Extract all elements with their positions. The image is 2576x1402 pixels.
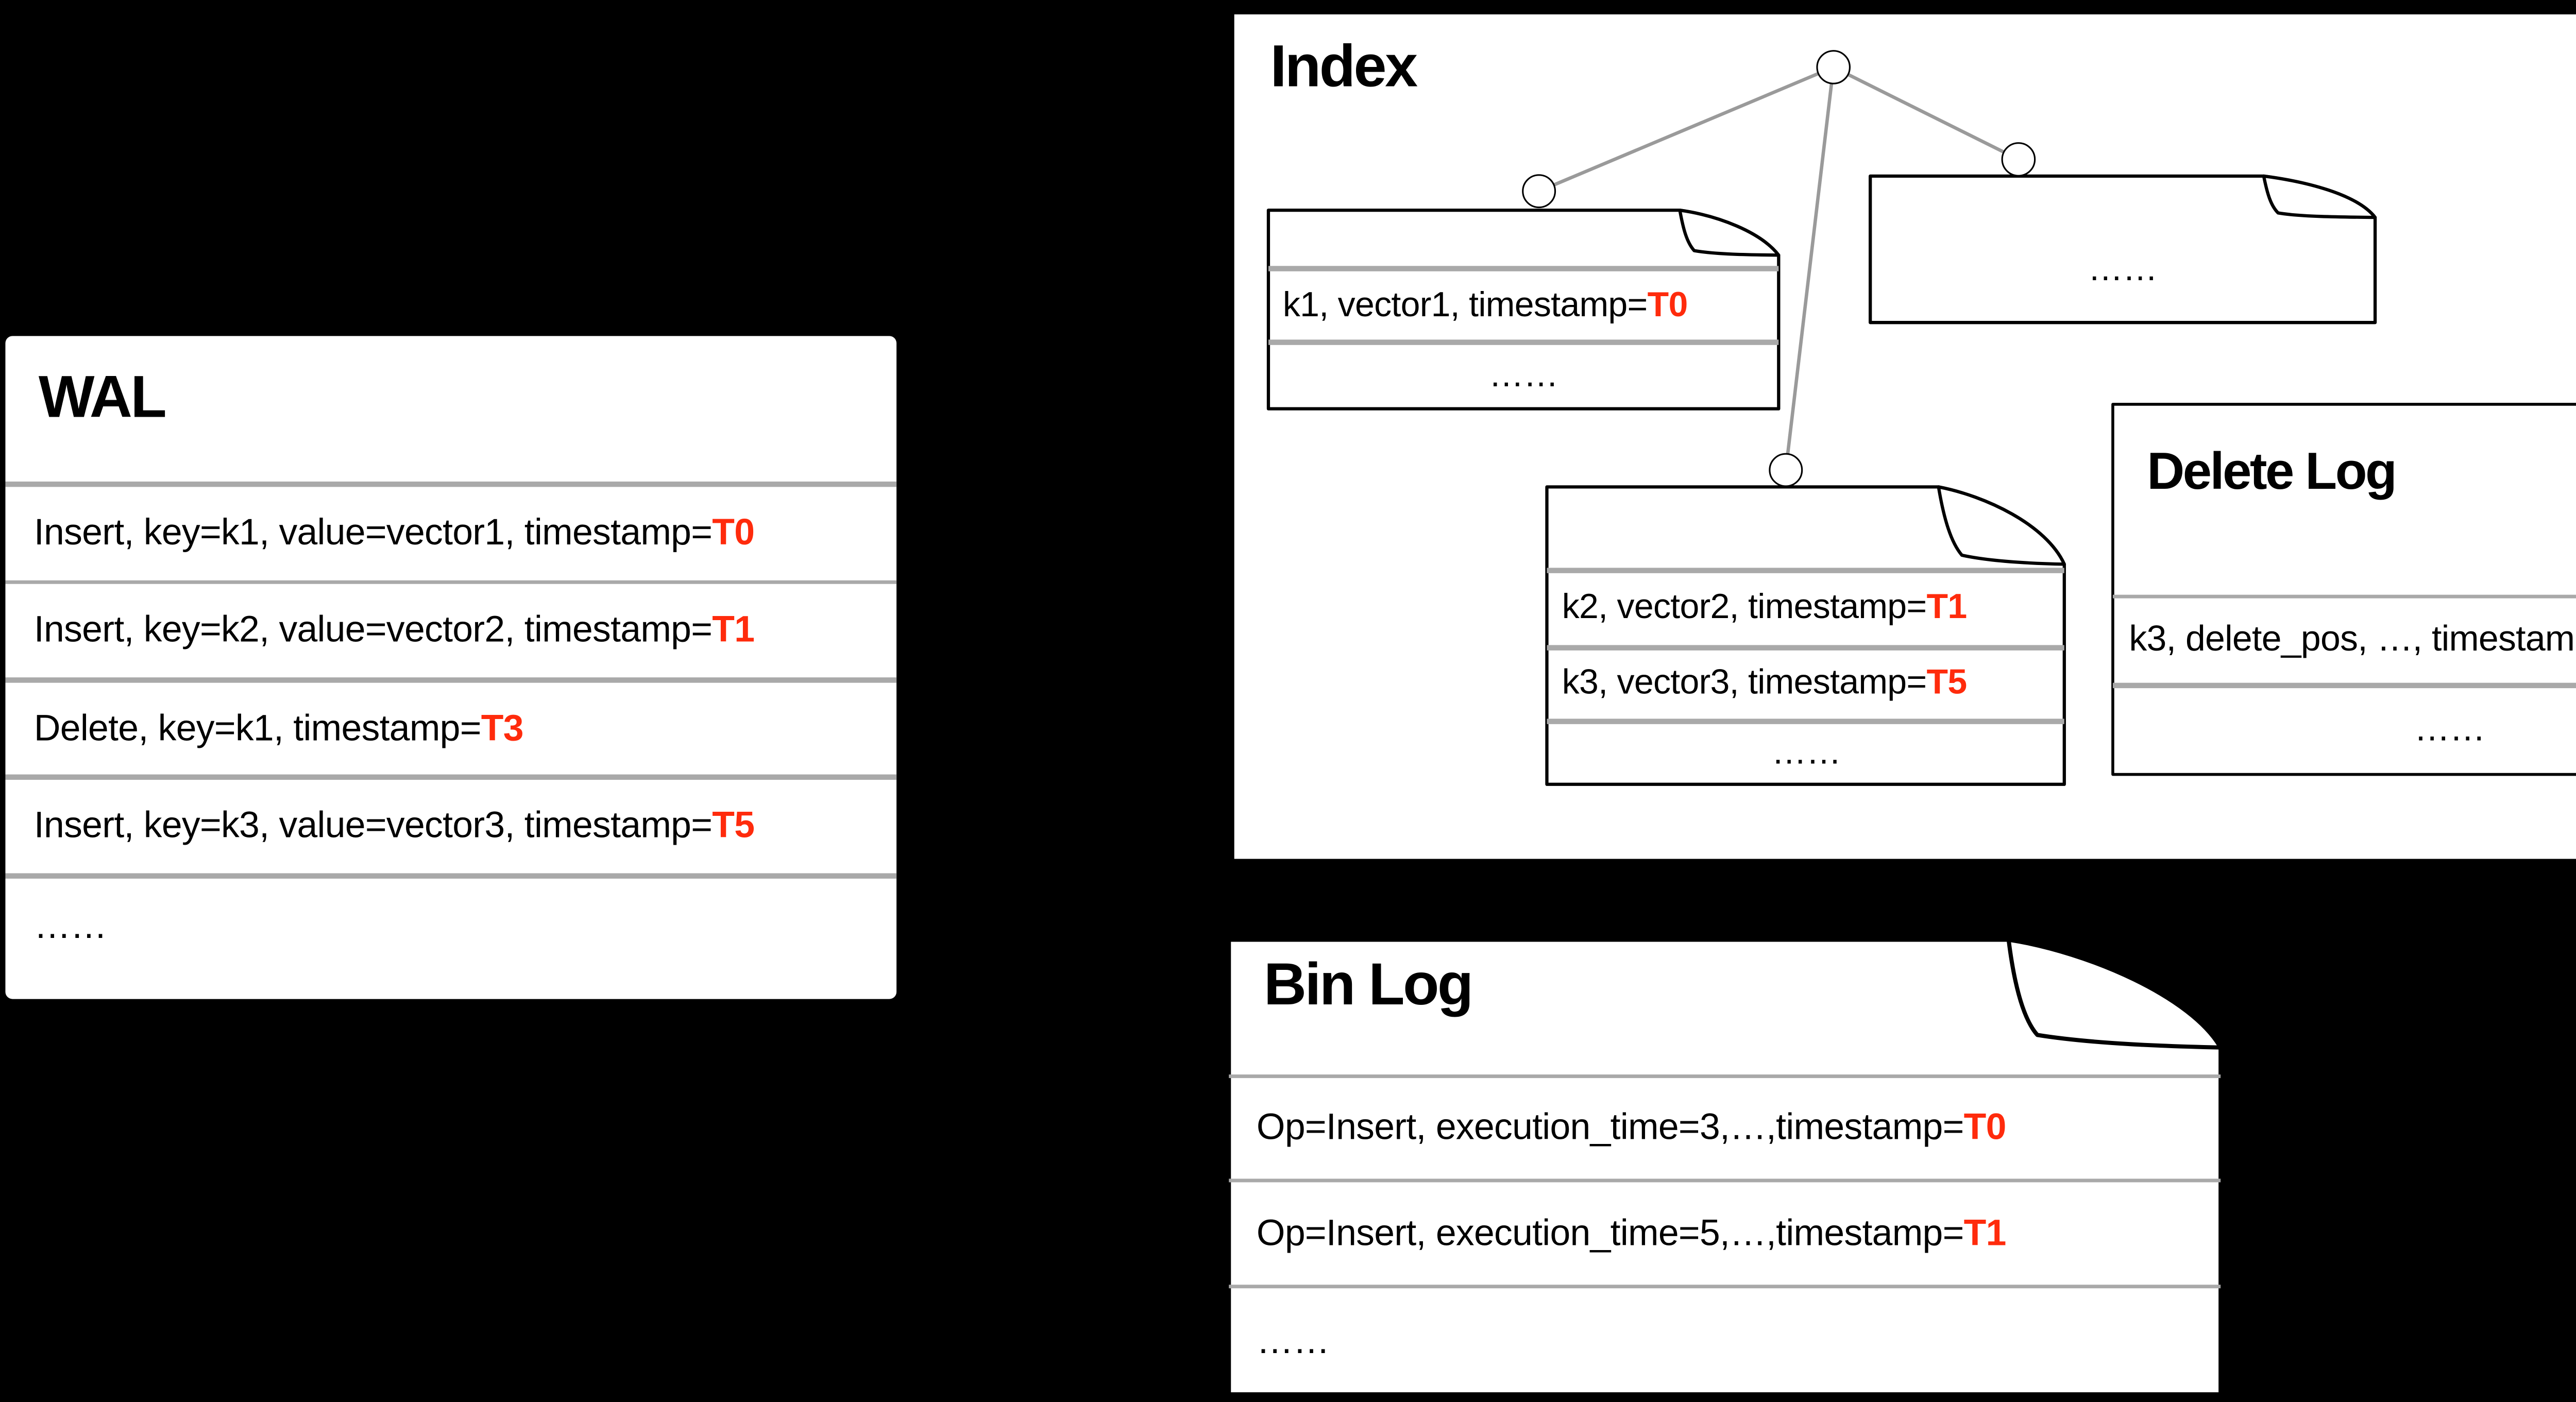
wal-row: Insert, key=k1, value=vector1, timestamp…	[5, 487, 897, 580]
tree-node-icon	[2001, 142, 2036, 177]
page-fold-icon	[2262, 174, 2377, 219]
document-shape	[1227, 937, 2224, 1397]
wal-row-text: Insert, key=k1, value=vector1, timestamp…	[33, 511, 713, 553]
row-divider	[2112, 593, 2576, 599]
row-divider	[1547, 644, 2065, 650]
row-divider	[1268, 266, 1779, 271]
tree-edge	[1784, 67, 1835, 470]
index-segment-right: ……	[1869, 174, 2377, 324]
row-divider	[2112, 682, 2576, 688]
timestamp-value: T1	[712, 609, 755, 651]
segment-row-text: ……	[1771, 733, 1841, 773]
wal-row: Insert, key=k2, value=vector2, timestamp…	[5, 585, 897, 677]
wal-panel: WAL Insert, key=k1, value=vector1, times…	[5, 335, 897, 1000]
page-fold-icon	[1678, 208, 1781, 256]
timestamp-value: T5	[712, 805, 755, 847]
timestamp-value: T1	[1963, 1212, 2007, 1254]
segment-row: ……	[1266, 345, 1780, 408]
row-divider	[1229, 1074, 2222, 1079]
page-fold-icon	[1937, 485, 2067, 566]
timestamp-value: T3	[481, 707, 524, 749]
delete-log-panel: Delete Log k3, delete_pos, …, timestamp=…	[2111, 402, 2576, 776]
bin-log-row-text: Op=Insert, execution_time=5,…,timestamp=	[1256, 1212, 1964, 1254]
bin-log-row-text: Op=Insert, execution_time=3,…,timestamp=	[1256, 1107, 1964, 1149]
timestamp-value: T0	[1647, 285, 1688, 325]
segment-row-text: k3, vector3, timestamp=	[1562, 663, 1927, 703]
timestamp-value: T0	[712, 511, 755, 553]
segment-row-text: ……	[1488, 355, 1558, 396]
index-tree	[1522, 50, 2036, 487]
wal-row-text: ……	[33, 906, 107, 948]
row-divider	[1229, 1284, 2222, 1289]
row-divider	[1268, 340, 1779, 346]
bin-log-row: ……	[1228, 1289, 2223, 1394]
row-divider	[1547, 719, 2065, 724]
document-shape	[1266, 208, 1781, 410]
wal-row-text: Insert, key=k2, value=vector2, timestamp…	[33, 609, 713, 651]
document-outline	[2111, 402, 2576, 775]
segment-row-text: ……	[2088, 250, 2158, 289]
delete-log-row: ……	[2111, 688, 2576, 773]
wal-row: Insert, key=k3, value=vector3, timestamp…	[5, 780, 897, 873]
delete-log-row-text: k3, delete_pos, …, timestamp=	[2129, 620, 2576, 660]
delete-log-row: k3, delete_pos, …, timestamp=T3	[2111, 599, 2576, 683]
segment-row-text: k1, vector1, timestamp=	[1282, 285, 1648, 325]
segment-row-text: k2, vector2, timestamp=	[1562, 588, 1927, 628]
segment-row: k2, vector2, timestamp=T1	[1546, 573, 2066, 645]
segment-row: ……	[1546, 724, 2066, 784]
wal-row: Delete, key=k1, timestamp=T3	[5, 682, 897, 775]
row-divider	[5, 775, 897, 780]
index-segment-left: k1, vector1, timestamp=T0 ……	[1266, 208, 1781, 410]
timestamp-value: T5	[1926, 663, 1967, 703]
page-fold-icon	[2007, 937, 2224, 1050]
segment-row: k1, vector1, timestamp=T0	[1266, 271, 1780, 340]
wal-title: WAL	[38, 363, 167, 430]
timestamp-value: T0	[1963, 1107, 2007, 1149]
bin-log-row: Op=Insert, execution_time=3,…,timestamp=…	[1228, 1079, 2223, 1178]
bin-log-title: Bin Log	[1263, 950, 1473, 1017]
bin-log-panel: Bin Log Op=Insert, execution_time=3,…,ti…	[1227, 937, 2224, 1397]
segment-row: k3, vector3, timestamp=T5	[1546, 649, 2066, 719]
bin-log-row-text: ……	[1256, 1320, 1330, 1362]
wal-row: ……	[5, 878, 897, 977]
row-divider	[5, 677, 897, 682]
tree-node-icon	[1769, 453, 1803, 487]
row-divider	[1547, 568, 2065, 573]
timestamp-value: T1	[1926, 588, 1967, 628]
bin-log-row: Op=Insert, execution_time=5,…,timestamp=…	[1228, 1183, 2223, 1284]
wal-row-text: Insert, key=k3, value=vector3, timestamp…	[33, 805, 713, 847]
index-title: Index	[1270, 32, 1418, 99]
wal-row-text: Delete, key=k1, timestamp=	[33, 707, 482, 749]
document-shape	[1869, 174, 2377, 324]
segment-row: ……	[1869, 217, 2377, 324]
row-divider	[5, 873, 897, 879]
index-segment-middle: k2, vector2, timestamp=T1 k3, vector3, t…	[1546, 485, 2067, 786]
row-divider	[5, 481, 897, 487]
row-divider	[1229, 1178, 2222, 1184]
delete-log-row-text: ……	[2414, 710, 2486, 750]
tree-edge	[1538, 65, 1834, 193]
delete-log-title: Delete Log	[2147, 442, 2397, 501]
row-divider	[5, 579, 897, 585]
document-shape	[1546, 485, 2067, 786]
tree-edge	[1833, 65, 2020, 161]
tree-node-icon	[1522, 174, 1556, 209]
tree-node-icon	[1816, 50, 1851, 84]
document-shape	[2111, 402, 2576, 775]
